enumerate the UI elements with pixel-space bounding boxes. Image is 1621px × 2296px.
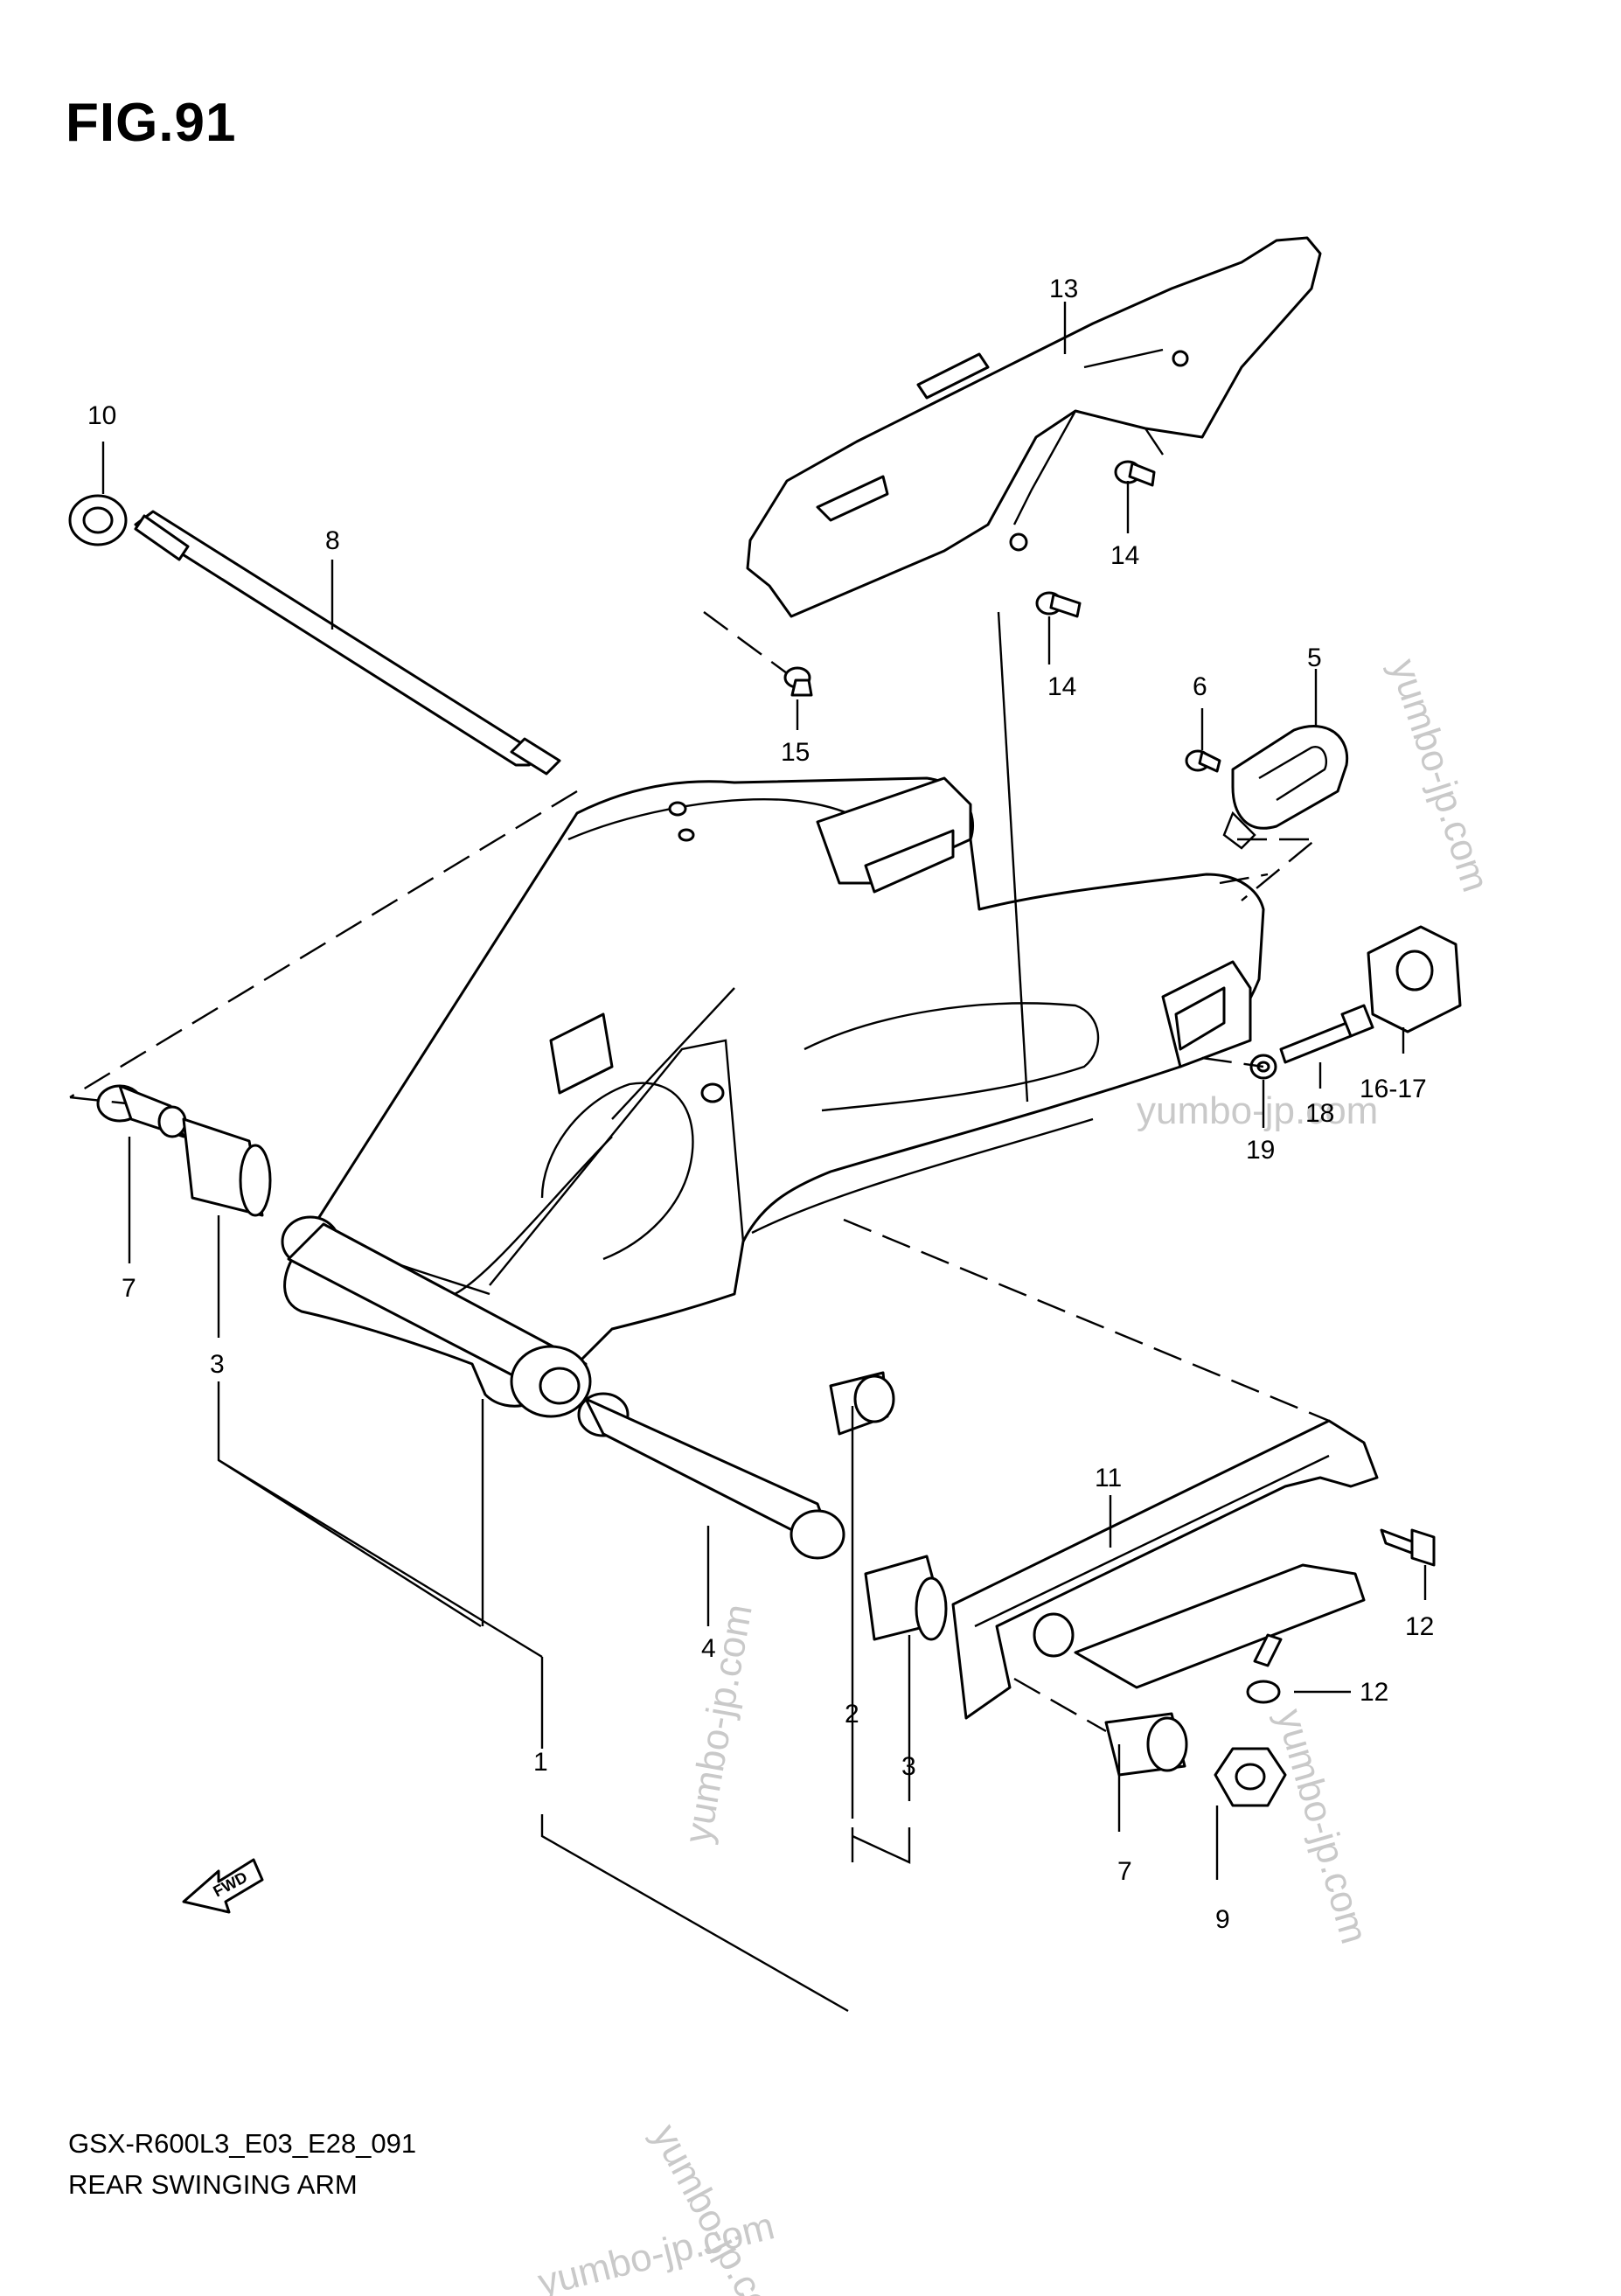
bolt-part-12-lower xyxy=(1246,1633,1283,1704)
callout-12-upper: 12 xyxy=(1405,1612,1434,1641)
bolt-part-18 xyxy=(1279,1004,1374,1064)
alignment-lines xyxy=(69,611,1330,1733)
sleeve-part-4 xyxy=(577,1392,845,1560)
callout-12-lower: 12 xyxy=(1360,1678,1388,1707)
watermark-right-middle: yumbo-jp.com xyxy=(1137,1089,1378,1132)
callout-labels: 10 8 13 14 14 15 6 5 16-17 18 19 7 3 11 … xyxy=(87,275,1434,1934)
callout-6: 6 xyxy=(1193,672,1207,701)
callout-3-left: 3 xyxy=(210,1350,225,1379)
callout-4: 4 xyxy=(701,1634,716,1663)
callout-11: 11 xyxy=(1095,1464,1122,1492)
swing-arm-part-1 xyxy=(281,776,1265,1418)
clip-part-15 xyxy=(783,666,813,697)
collar-part-7-right xyxy=(1104,1712,1188,1777)
callout-14-lower: 14 xyxy=(1047,672,1076,701)
callout-9: 9 xyxy=(1215,1905,1230,1934)
nut-part-9 xyxy=(1214,1747,1287,1807)
watermark-center: yumbo-jp.com xyxy=(677,1601,761,1847)
chain-guide-part-11 xyxy=(951,1419,1379,1720)
callout-15: 15 xyxy=(781,738,810,767)
watermark-right-lower: yumbo-jp.com xyxy=(1268,1704,1375,1948)
callout-10: 10 xyxy=(87,401,116,430)
bearing-part-3-right xyxy=(864,1555,948,1641)
callout-3-right: 3 xyxy=(901,1752,916,1781)
callout-18: 18 xyxy=(1305,1099,1334,1128)
adjuster-part-16-17 xyxy=(1367,925,1462,1033)
bolt-part-12-upper xyxy=(1380,1528,1436,1567)
bearing-part-2 xyxy=(829,1371,895,1436)
bolt-part-6 xyxy=(1185,749,1221,773)
callout-19: 19 xyxy=(1246,1136,1275,1165)
leader-lines xyxy=(101,302,1427,2013)
plate-part-5 xyxy=(1222,725,1349,850)
collar-part-7-left xyxy=(96,1084,187,1138)
callout-7-left: 7 xyxy=(122,1274,136,1303)
figure-name: REAR SWINGING ARM xyxy=(68,2169,358,2200)
callout-14-upper: 14 xyxy=(1110,541,1139,570)
callout-2: 2 xyxy=(845,1700,859,1729)
watermark-right-upper: yumbo-jp.com xyxy=(1381,654,1497,897)
callout-1: 1 xyxy=(533,1748,548,1777)
figure-code: GSX-R600L3_E03_E28_091 xyxy=(68,2128,417,2159)
callout-8: 8 xyxy=(325,526,340,555)
callout-5: 5 xyxy=(1307,644,1322,672)
callout-7-right: 7 xyxy=(1117,1857,1132,1886)
chain-case-part-13 xyxy=(746,236,1322,618)
bearing-part-3-left xyxy=(182,1117,272,1217)
fwd-arrow-icon: FWD xyxy=(182,1858,264,1914)
callout-16-17: 16-17 xyxy=(1360,1075,1427,1103)
axle-part-8 xyxy=(68,494,561,776)
bolt-part-14-lower xyxy=(1035,591,1082,618)
bolt-part-14-upper xyxy=(1114,460,1156,487)
callout-13: 13 xyxy=(1049,275,1078,303)
figure-title: FIG.91 xyxy=(66,93,237,153)
